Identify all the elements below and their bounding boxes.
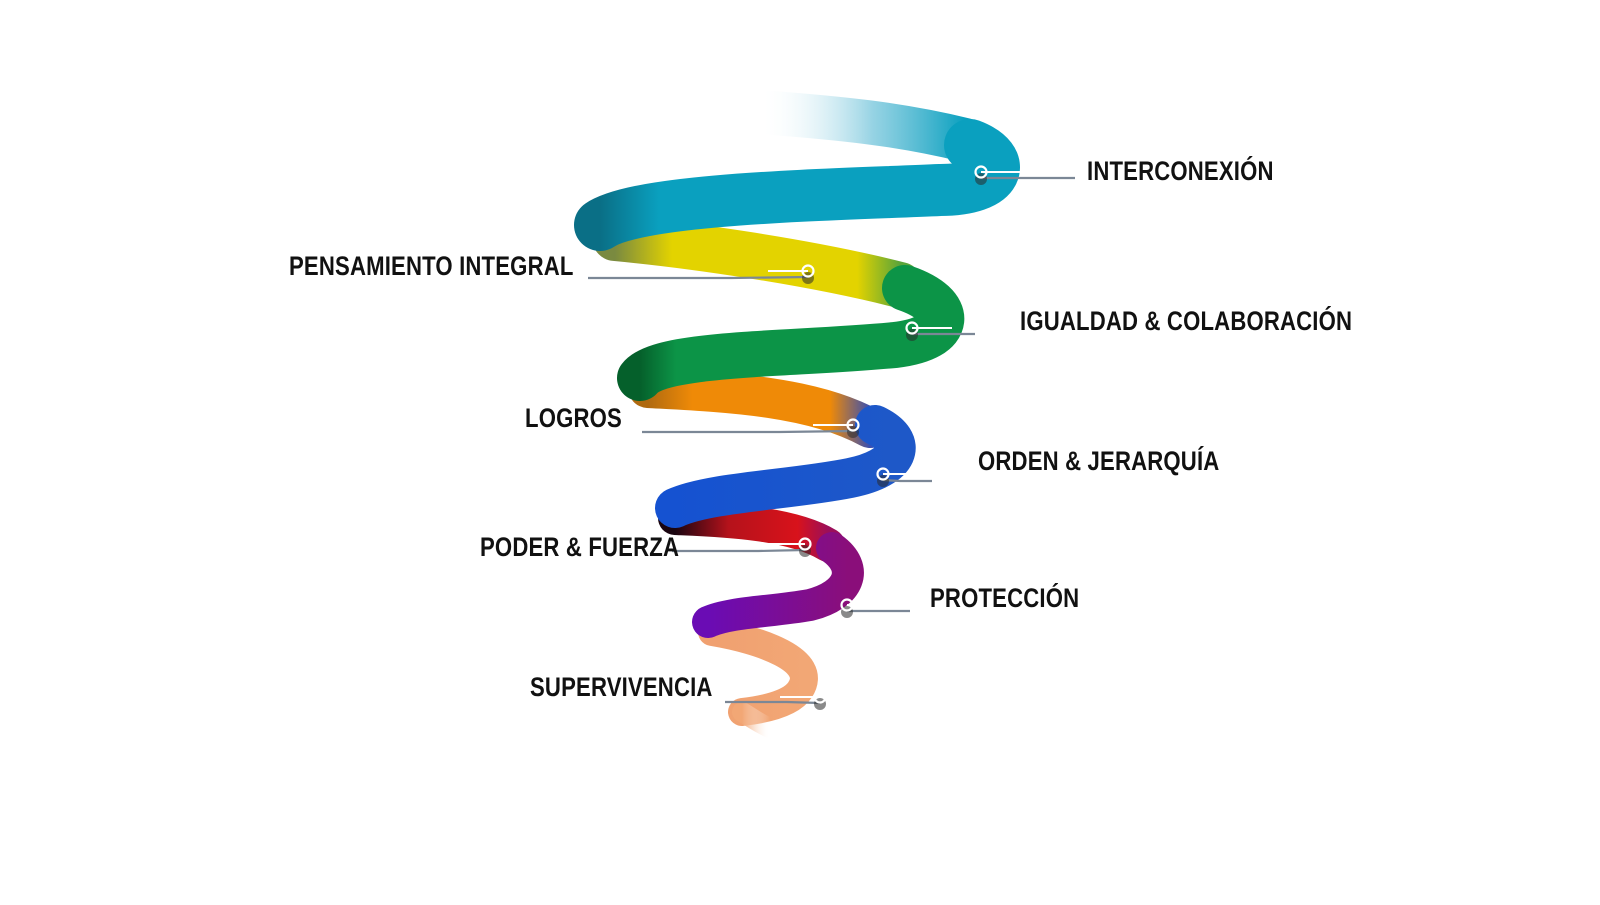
segment-bottom-tail [732, 702, 780, 738]
segment-pensamiento-integral [592, 215, 923, 308]
segment-proteccion [692, 532, 864, 638]
spiral-front-segments [574, 90, 1020, 638]
segment-supervivencia [698, 618, 818, 726]
segment-logros [628, 368, 890, 448]
marker-igualdad-colaboracion [905, 321, 919, 335]
label-supervivencia: SUPERVIVENCIA [530, 672, 713, 702]
connector-orden-jerarquia [882, 478, 932, 483]
segment-orden-jerarquia [655, 405, 916, 528]
connector-markers [798, 165, 988, 710]
segment-igualdad-colaboracion [617, 265, 965, 401]
label-proteccion: PROTECCIÓN [930, 583, 1080, 613]
segment-poder-fuerza [658, 501, 845, 562]
segment-top-fade [738, 90, 987, 162]
connector-lines [588, 171, 1075, 705]
label-igualdad-colaboracion: IGUALDAD & COLABORACIÓN [1020, 306, 1353, 336]
marker-poder-fuerza [798, 537, 812, 551]
connector-pensamiento-integral [588, 275, 809, 280]
label-orden-jerarquia: ORDEN & JERARQUÍA [978, 446, 1220, 476]
segment-interconexion [574, 119, 1020, 251]
marker-orden-jerarquia [876, 467, 890, 481]
marker-interconexion [974, 165, 988, 179]
marker-proteccion [840, 598, 854, 612]
label-logros: LOGROS [525, 403, 622, 433]
label-pensamiento-integral: PENSAMIENTO INTEGRAL [289, 251, 574, 281]
marker-logros [846, 418, 860, 432]
marker-supervivencia [813, 690, 827, 704]
connector-logros [642, 429, 854, 434]
marker-pensamiento-integral [801, 264, 815, 278]
label-interconexion: INTERCONEXIÓN [1087, 156, 1274, 186]
connector-poder-fuerza [672, 548, 806, 553]
connector-supervivencia [725, 700, 821, 705]
label-poder-fuerza: PODER & FUERZA [480, 532, 680, 562]
